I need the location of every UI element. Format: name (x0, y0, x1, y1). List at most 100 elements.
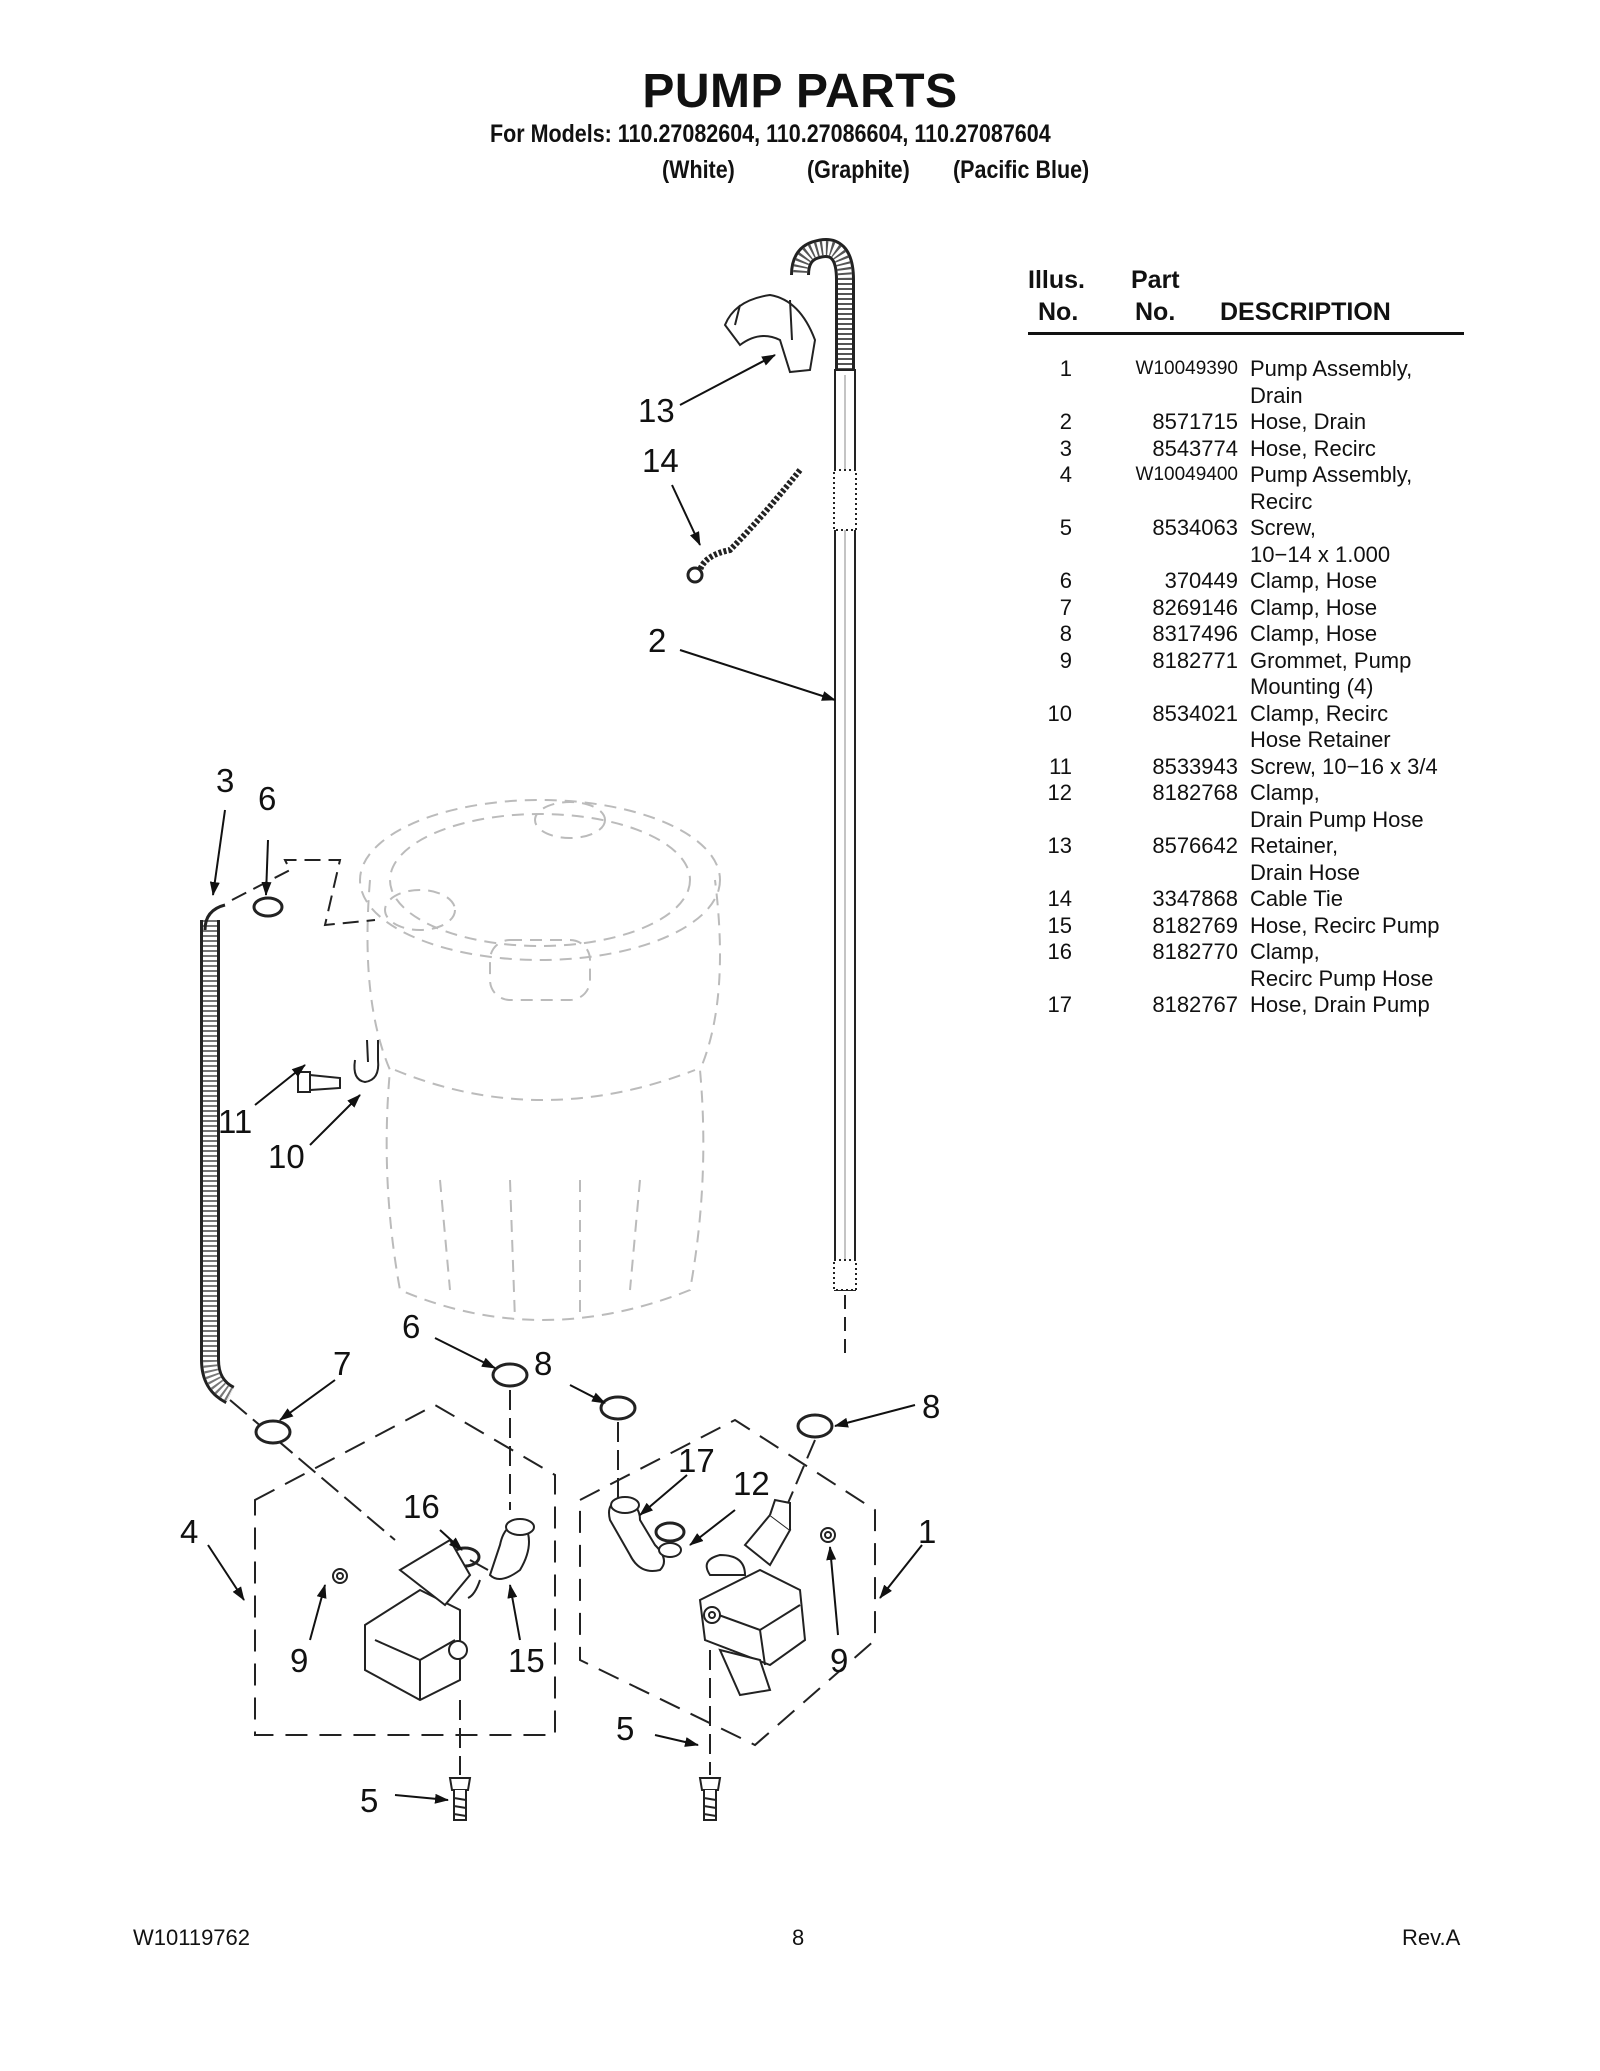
part-number: W10049390 (1135, 358, 1238, 379)
parts-table: Illus. No. Part No. DESCRIPTION 1 W100493… (1028, 266, 1464, 1017)
parts-table-row: 10 8534021 Clamp, Recirc Hose Retainer (1028, 701, 1464, 754)
callout-7: 7 (333, 1345, 351, 1382)
part-description: Hose, Drain Pump (1250, 992, 1430, 1017)
callout-17: 17 (678, 1442, 715, 1479)
callout-8-left: 8 (534, 1345, 552, 1382)
part-number: 8182771 (1152, 647, 1238, 673)
parts-table-row: 5 8534063 Screw, 10−14 x 1.000 (1028, 515, 1464, 568)
pump-screws (448, 1777, 722, 1821)
part-description: Retainer, Drain Hose (1250, 833, 1361, 885)
part-description: Hose, Recirc Pump (1250, 912, 1440, 938)
callout-labels: 13 14 2 3 6 11 10 7 6 8 8 17 12 16 4 1 9… (180, 392, 940, 1819)
callout-6: 6 (402, 1308, 420, 1345)
parts-table-row: 14 3347868 Cable Tie (1028, 886, 1464, 913)
part-number: 8576642 (1152, 833, 1238, 858)
part-description: Screw, 10−16 x 3/4 (1250, 753, 1438, 779)
recirc-hose (200, 859, 396, 1541)
part-number: 8182770 (1152, 939, 1238, 964)
parts-table-row: 12 8182768 Clamp, Drain Pump Hose (1028, 780, 1464, 833)
parts-table-header: Illus. No. Part No. DESCRIPTION (1028, 266, 1464, 335)
illus-number: 16 (1047, 939, 1072, 964)
callout-12: 12 (733, 1465, 770, 1502)
callout-9-left: 9 (290, 1642, 308, 1679)
illus-number: 10 (1047, 700, 1072, 726)
part-description: Clamp, Drain Pump Hose (1250, 780, 1424, 832)
revision-label: Rev.A (1402, 1925, 1461, 1950)
part-number: 8571715 (1152, 409, 1238, 434)
retainer-clamp-screw (297, 1039, 380, 1093)
part-number: 8534063 (1152, 515, 1238, 540)
part-description: Clamp, Recirc Pump Hose (1250, 939, 1434, 991)
part-number: 8182768 (1152, 780, 1238, 805)
callout-9-right: 9 (830, 1642, 848, 1679)
header-illus-2: No. (1038, 298, 1079, 326)
illus-number: 15 (1047, 912, 1072, 938)
document-number: W10119762 (133, 1925, 251, 1950)
illus-number: 14 (1047, 886, 1072, 911)
page-number: 8 (792, 1925, 805, 1950)
washer-tub-outline (359, 799, 721, 1321)
color-white: (White) (662, 156, 735, 184)
parts-table-row: 9 8182771 Grommet, Pump Mounting (4) (1028, 648, 1464, 701)
callout-8-right: 8 (922, 1388, 940, 1425)
drain-pump-assembly (608, 1496, 836, 1697)
callout-16: 16 (403, 1488, 440, 1525)
header-part-2: No. (1135, 298, 1176, 326)
part-description: Cable Tie (1250, 886, 1343, 911)
illus-number: 9 (1059, 647, 1072, 673)
illus-number: 6 (1059, 568, 1072, 593)
header-description: DESCRIPTION (1220, 298, 1391, 326)
page-title: PUMP PARTS (642, 65, 958, 118)
part-description: Screw, 10−14 x 1.000 (1250, 515, 1391, 567)
callout-6-top: 6 (258, 780, 276, 817)
callout-arrows (207, 354, 923, 1804)
parts-table-row: 17 8182767 Hose, Drain Pump (1028, 992, 1464, 1019)
part-number: 8533943 (1152, 753, 1238, 779)
part-description: Clamp, Recirc Hose Retainer (1250, 700, 1391, 753)
part-number: 8182769 (1152, 912, 1238, 938)
callout-5-right: 5 (616, 1710, 634, 1747)
callout-11: 11 (218, 1103, 252, 1140)
illus-number: 4 (1059, 462, 1072, 487)
illus-number: 2 (1059, 409, 1072, 434)
part-description: Grommet, Pump Mounting (4) (1250, 647, 1412, 700)
part-description: Pump Assembly, Recirc (1250, 462, 1413, 514)
illus-number: 17 (1047, 992, 1072, 1017)
illus-number: 12 (1047, 780, 1072, 805)
part-number: 8317496 (1152, 621, 1238, 646)
callout-13: 13 (638, 392, 675, 429)
part-number: 8534021 (1152, 700, 1238, 726)
part-number: 8182767 (1152, 992, 1238, 1017)
part-description: Clamp, Hose (1250, 568, 1378, 593)
illus-number: 1 (1059, 356, 1072, 381)
drain-pump-box (579, 1418, 876, 1747)
callout-14: 14 (642, 442, 679, 479)
callout-10: 10 (268, 1138, 305, 1175)
illus-number: 5 (1059, 515, 1072, 540)
parts-table-row: 6 370449 Clamp, Hose (1028, 568, 1464, 595)
part-number: 3347868 (1152, 886, 1238, 911)
part-number: 370449 (1164, 568, 1238, 593)
cable-tie (686, 468, 803, 584)
header-illus-1: Illus. (1028, 266, 1085, 294)
part-description: Clamp, Hose (1250, 594, 1378, 620)
illus-number: 3 (1059, 435, 1072, 461)
color-graphite: (Graphite) (807, 156, 910, 184)
parts-table-row: 16 8182770 Clamp, Recirc Pump Hose (1028, 939, 1464, 992)
callout-15: 15 (508, 1642, 545, 1679)
callout-4: 4 (180, 1513, 198, 1550)
callout-1: 1 (918, 1513, 936, 1550)
color-pacific-blue: (Pacific Blue) (953, 156, 1090, 184)
part-description: Clamp, Hose (1250, 621, 1378, 646)
callout-5-left: 5 (360, 1782, 378, 1819)
drain-hose (790, 238, 857, 1360)
